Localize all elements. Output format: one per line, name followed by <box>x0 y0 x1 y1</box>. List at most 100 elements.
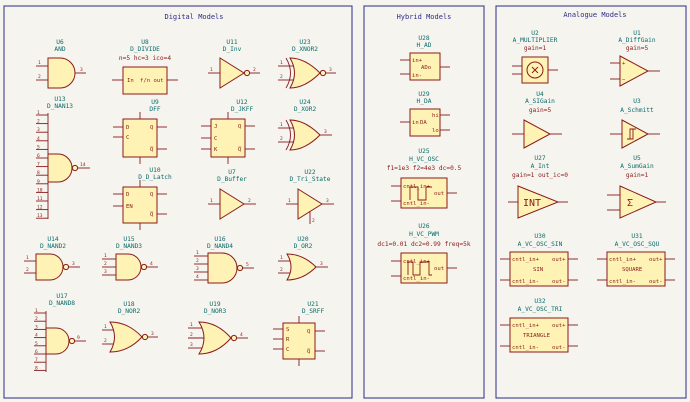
nand-gate-body <box>115 253 142 281</box>
pin-name: out+ <box>552 257 566 263</box>
pin-number: 13 <box>37 213 43 219</box>
pin-name: Q̅ <box>150 146 154 153</box>
symbol-u28-h-ad[interactable]: U28 H_AD in+ ADo in- <box>400 35 450 81</box>
ref-label: U20 <box>297 236 308 243</box>
pin-number: 1 <box>288 198 291 204</box>
pin-name: out+ <box>649 257 663 263</box>
ref-label: U6 <box>56 39 64 46</box>
symbol-u16-d-nand4[interactable]: U16 D_NAND4 1 2 3 4 5 <box>194 236 254 284</box>
pin-number: 9 <box>37 179 40 185</box>
symbol-u23-d-xnor2[interactable]: U23 D_XNOR2 1 2 3 <box>278 39 336 89</box>
pin-name: in- <box>412 73 422 79</box>
value-label: D_XOR2 <box>294 106 317 113</box>
pin-number: 4 <box>240 332 243 338</box>
integrator-label: INT <box>523 198 541 209</box>
inversion-bubble <box>71 164 79 172</box>
symbol-u7-d-buffer[interactable]: U7 D_Buffer 1 2 <box>208 169 256 220</box>
symbol-u21-d-srff[interactable]: U21 D_SRFF S R C Q Q̅ <box>273 301 325 366</box>
symbol-u14-d-nand2[interactable]: U14 D_NAND2 1 2 3 <box>24 236 80 281</box>
pin-number: 7 <box>37 162 40 168</box>
symbol-u10-d-d-latch[interactable]: U10 D_D_Latch D EN Q Q̅ <box>113 167 172 230</box>
panel-hybrid: Hybrid Models <box>363 5 485 399</box>
symbol-u32-a-vc-osc-tri[interactable]: U32 A_VC_OSC_TRI cntl_in+ out+ TRIANGLE … <box>500 298 578 353</box>
ref-label: U13 <box>54 96 65 103</box>
symbol-u2-a-multiplier[interactable]: U2 A_MULTIPLIER gain=1 <box>512 30 558 84</box>
pin-number: 1 <box>37 110 40 116</box>
symbol-u22-d-tri-state[interactable]: U22 D_Tri_State 1 2 3 <box>286 169 334 224</box>
pin-number: 1 <box>35 308 38 314</box>
pin-number: 2 <box>38 74 41 80</box>
panel-analogue: Analogue Models <box>495 5 687 399</box>
panel-digital-title: Digital Models <box>164 13 223 21</box>
symbol-u25-h-vc-osc[interactable]: U25 H_VC_OSC f1=1e3 f2=4e3 dc=0.5 cntl_i… <box>387 148 462 209</box>
ref-label: U3 <box>633 98 641 105</box>
pin-number: 6 <box>37 153 40 159</box>
value-label: H_VC_OSC <box>409 156 439 163</box>
symbol-u1-a-diffgain[interactable]: U1 A_DiffGain gain=5 + − <box>610 30 660 87</box>
pin-number: 3 <box>37 127 40 133</box>
pin-name: Q <box>307 329 311 335</box>
ref-label: U21 <box>307 301 318 308</box>
pin-number: 2 <box>196 258 199 264</box>
symbol-u5-a-sumgain[interactable]: U5 A_SumGain gain=1 Σ <box>607 155 666 219</box>
pin-name: cntl_in+ <box>403 259 431 265</box>
symbol-u15-d-nand3[interactable]: U15 D_NAND3 1 2 3 4 <box>102 236 158 281</box>
pin-number: 12 <box>37 205 43 211</box>
value-label: D_NAN13 <box>47 103 73 110</box>
pin-number: 2 <box>35 316 38 322</box>
pin-number: 3 <box>151 331 154 337</box>
pin-number: 2 <box>280 267 283 273</box>
ref-label: U9 <box>151 99 159 106</box>
symbol-u4-a-sigain[interactable]: U4 A_SIGain gain=5 <box>512 91 562 149</box>
ref-label: U15 <box>123 236 134 243</box>
symbol-u6-and[interactable]: U6 AND 1 2 3 <box>36 39 86 89</box>
ref-label: U19 <box>209 301 220 308</box>
value-label: A_DiffGain <box>618 37 656 44</box>
pin-number: 6 <box>35 349 38 355</box>
nand-gate-body <box>45 327 70 355</box>
value-label: D_OR2 <box>294 243 313 250</box>
value-label: A_VC_OSC_TRI <box>518 306 563 313</box>
pin-number: 2 <box>280 136 283 142</box>
value-label: A_Int <box>531 163 550 170</box>
pin-name: cntl_in- <box>512 279 539 285</box>
value-label: D_XNOR2 <box>292 46 318 53</box>
flipflop-body <box>122 118 158 158</box>
symbol-u11-d-inv[interactable]: U11 D_Inv 1 2 <box>208 39 260 89</box>
symbol-u19-d-nor3[interactable]: U19 D_NOR3 1 2 3 4 <box>188 301 248 355</box>
pin-number: 8 <box>35 365 38 371</box>
plus-sign: + <box>622 61 626 67</box>
nor-gate-body <box>109 321 143 353</box>
panel-hybrid-frame <box>363 5 485 399</box>
symbol-u3-a-schmitt[interactable]: U3 A_Schmitt <box>610 98 660 149</box>
pin-number: 1 <box>280 255 283 261</box>
symbol-u9-dff[interactable]: U9 DFF D C Q Q̅ <box>113 99 167 164</box>
symbol-u12-d-jkff[interactable]: U12 D_JKFF J C K Q Q̅ <box>201 99 255 164</box>
value-label: A_VC_OSC_SQU <box>615 241 660 248</box>
symbol-u29-h-da[interactable]: U29 H_DA in DA hi lo <box>400 91 450 137</box>
symbol-u31-a-vc-osc-squ[interactable]: U31 A_VC_OSC_SQU cntl_in+ out+ SQUARE cn… <box>597 233 675 287</box>
pin-name: cntl_in+ <box>512 257 540 263</box>
symbol-u26-h-vc-pwm[interactable]: U26 H_VC_PWM dc1=0.01 dc2=0.99 freq=5k c… <box>377 223 471 284</box>
pin-name: ADo <box>421 65 431 71</box>
params-label: f1=1e3 f2=4e3 dc=0.5 <box>387 165 462 172</box>
buffer-body <box>219 188 245 220</box>
symbol-u24-d-xor2[interactable]: U24 D_XOR2 1 2 3 <box>278 99 332 151</box>
symbol-u18-d-nor2[interactable]: U18 D_NOR2 1 2 3 <box>102 301 158 353</box>
symbol-u27-a-int[interactable]: U27 A_Int gain=1 out_ic=0 INT <box>508 155 568 219</box>
pin-name: Q̅ <box>238 146 242 153</box>
value-label: D_Inv <box>223 46 242 53</box>
pin-name: out+ <box>552 323 566 329</box>
pin-number: 1 <box>104 253 107 259</box>
pin-number: 10 <box>37 187 43 193</box>
symbol-u8-d-divide[interactable]: U8 D_DIVIDE n=5 hc=3 ico=4 In f/n out <box>112 39 178 95</box>
value-label: H_DA <box>417 98 432 105</box>
params-label: gain=1 out_ic=0 <box>512 172 568 179</box>
pin-number: 2 <box>312 218 315 224</box>
pin-name: out <box>434 266 444 272</box>
symbol-u30-a-vc-osc-sin[interactable]: U30 A_VC_OSC_SIN cntl_in+ out+ SIN cntl_… <box>500 233 578 287</box>
ref-label: U1 <box>633 30 641 37</box>
symbol-u20-d-or2[interactable]: U20 D_OR2 1 2 3 <box>278 236 328 281</box>
